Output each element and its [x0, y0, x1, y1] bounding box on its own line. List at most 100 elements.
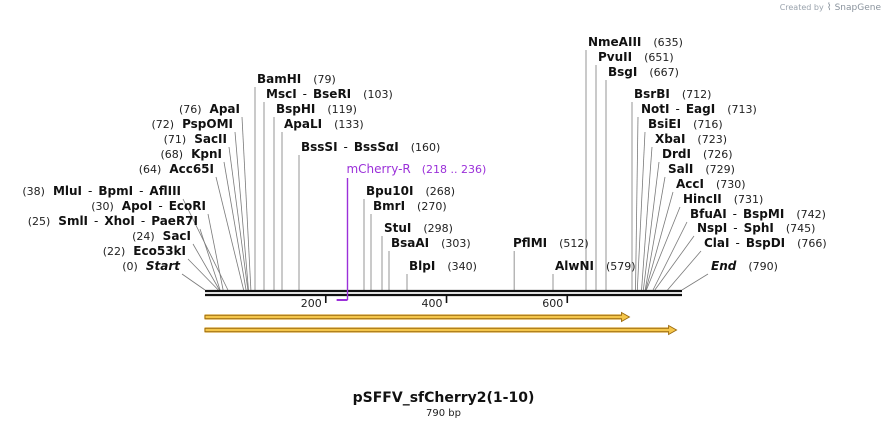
site-position-bsphi: (119) [327, 103, 357, 116]
plasmid-length: 790 bp [426, 408, 461, 419]
site-separator: - [158, 199, 162, 213]
site-label-nmeaiii: NmeAIII(635) [588, 35, 683, 49]
site-label-bsaai: BsaAI(303) [391, 236, 471, 250]
site-name-eagi: EagI [686, 102, 715, 116]
site-label-bfuai: BfuAI-BspMI(742) [690, 207, 826, 221]
site-name-noti: NotI [641, 102, 670, 116]
site-position-bamhi: (79) [313, 73, 336, 86]
site-name-mlui: MluI [53, 184, 82, 198]
site-label-acc65i: (64)Acc65I [139, 162, 214, 176]
site-label-msci: MscI-BseRI(103) [266, 87, 393, 101]
site-label-end: End (790) [711, 259, 778, 273]
plasmid-title: pSFFV_sfCherry2(1-10) [352, 390, 535, 406]
site-separator: - [141, 214, 145, 228]
site-position-bsaai: (303) [441, 237, 471, 250]
site-position-saci: (24) [132, 230, 155, 243]
site-name-end: End [711, 259, 737, 273]
site-position-sacii: (71) [164, 133, 187, 146]
site-label-mlui: (38)MluI-BpmI-AflIII [22, 184, 181, 198]
site-separator: - [676, 102, 680, 116]
site-position-acc65i: (64) [139, 163, 162, 176]
site-label-start: (0)Start [122, 259, 181, 273]
site-name-acci: AccI [676, 177, 704, 191]
site-name-sphi: SphI [744, 221, 774, 235]
site-name-xhoi: XhoI [104, 214, 135, 228]
site-position-kpni: (68) [161, 148, 184, 161]
site-label-smli: (25)SmlI-XhoI-PaeR7I [28, 214, 198, 228]
site-label-acci: AccI(730) [676, 177, 746, 191]
site-position-pspomi: (72) [151, 118, 174, 131]
site-separator: - [94, 214, 98, 228]
site-position-msci: (103) [363, 88, 393, 101]
site-position-mlui: (38) [22, 185, 45, 198]
site-label-hincii: HincII(731) [683, 192, 763, 206]
axis-tick-label-200: 200 [301, 297, 322, 310]
leader-smli [199, 228, 221, 291]
enzyme-labels: NmeAIII(635)PvuII(651)BsgI(667)BamHI(79)… [22, 35, 826, 273]
leader-clai [667, 250, 702, 291]
site-position-stui: (298) [423, 222, 453, 235]
site-name-drdi: DrdI [662, 147, 691, 161]
credit-prefix: Created by [779, 3, 824, 12]
site-position-nspi: (745) [786, 222, 816, 235]
site-label-sacii: (71)SacII [164, 132, 227, 146]
leader-acc65i [215, 176, 245, 291]
leader-saci [192, 243, 220, 291]
site-label-bpu10i: Bpu10I(268) [366, 184, 455, 198]
site-name-bsphi: BspHI [276, 102, 315, 116]
site-name-apai: ApaI [210, 102, 240, 116]
site-position-clai: (766) [797, 237, 827, 250]
snapgene-logo-icon: ⌇ [826, 2, 832, 13]
site-label-apai: (76) ApaI [179, 102, 240, 116]
site-name-apoi: ApoI [122, 199, 153, 213]
site-name-afliii: AflIII [149, 184, 181, 198]
site-label-apoi: (30) ApoI-EcoRI [91, 199, 206, 213]
site-name-bamhi: BamHI [257, 72, 301, 86]
site-label-bmri: BmrI(270) [373, 199, 447, 213]
site-label-clai: ClaI-BspDI(766) [704, 236, 827, 250]
site-name-paer7i: PaeR7I [151, 214, 198, 228]
site-label-noti: NotI-EagI (713) [641, 102, 757, 116]
site-label-bsiei: BsiEI(716) [648, 117, 723, 131]
leader-apai [241, 116, 252, 291]
site-position-apoi: (30) [91, 200, 114, 213]
site-separator: - [88, 184, 92, 198]
site-position-pflmi: (512) [559, 237, 589, 250]
site-label-sali: SalI(729) [668, 162, 735, 176]
site-name-blpi: BlpI [409, 259, 435, 273]
site-name-bsgi: BsgI [608, 65, 637, 79]
site-name-bspdi: BspDI [746, 236, 785, 250]
site-label-alwni: AlwNI(579) [555, 259, 636, 273]
site-name-bpmi: BpmI [98, 184, 133, 198]
leader-bfuai [652, 221, 688, 291]
credit-brand: SnapGene [834, 2, 881, 13]
snapgene-credit: Created by ⌇ SnapGene [780, 2, 881, 13]
site-position-apali: (133) [334, 118, 364, 131]
feature-arrow-2 [204, 324, 678, 336]
site-name-apali: ApaLI [284, 117, 322, 131]
axis-tick-label-600: 600 [542, 297, 563, 310]
site-name-clai: ClaI [704, 236, 729, 250]
site-position-apai: (76) [179, 103, 202, 116]
feature-arrow-1 [204, 311, 631, 323]
site-name-start: Start [146, 259, 181, 273]
site-separator: - [733, 221, 737, 235]
leader-drdi [642, 161, 660, 291]
site-position-xbai: (723) [697, 133, 727, 146]
site-position-bsgi: (667) [649, 66, 679, 79]
site-position-bsiei: (716) [693, 118, 723, 131]
primer-annotation: mCherry-R(218 .. 236) [336, 162, 486, 301]
site-separator: - [344, 140, 348, 154]
site-position-noti: (713) [727, 103, 757, 116]
leader-eco53ki [187, 258, 219, 291]
site-name-bsss-i: BssSαI [354, 140, 399, 154]
site-position-end: (790) [748, 260, 778, 273]
leader-bsiei [636, 131, 646, 291]
site-separator: - [733, 207, 737, 221]
site-name-nspi: NspI [697, 221, 727, 235]
leader-end [681, 273, 709, 291]
site-name-ecori: EcoRI [169, 199, 206, 213]
site-name-saci: SacI [163, 229, 191, 243]
